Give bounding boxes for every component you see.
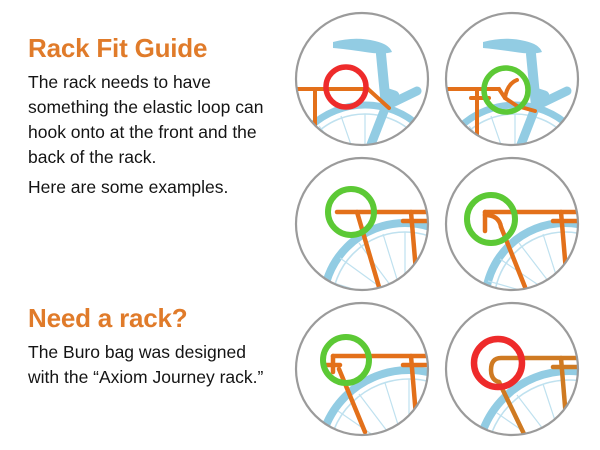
rack-example-top-right [443,10,581,148]
red-circle-marker [323,64,369,110]
section-title-need-a-rack: Need a rack? [28,303,188,333]
rack-orange [446,78,537,140]
bike-frame-blue [510,49,572,145]
green-circle-marker [325,186,377,238]
rack-example-top-left [293,10,431,148]
rack-example-bottom-right [443,300,581,438]
green-circle-marker [320,334,372,386]
bike-frame-blue [360,49,422,145]
text-column: Rack Fit Guide The rack needs to have so… [28,0,283,450]
recommended-rack-text: The Buro bag was designed with the “Axio… [28,342,264,387]
circle-frame [444,11,580,147]
green-circle-marker [464,192,518,246]
circle-frame [444,301,580,437]
rack-example-middle-right [443,155,581,293]
rack-example-middle-left [293,155,431,293]
circle-frame [294,11,430,147]
red-circle-marker [470,335,526,391]
examples-intro-text: Here are some examples. [28,177,229,197]
circle-frame [294,156,430,292]
circle-frame [294,301,430,437]
saddle-blue [333,38,392,54]
rack-examples-grid [293,10,593,440]
green-circle-marker [481,65,531,115]
rack-example-bottom-left [293,300,431,438]
rack-fit-description: The rack needs to have something the ela… [28,72,264,167]
page-title-rack-fit-guide: Rack Fit Guide [28,33,208,63]
circle-frame [444,156,580,292]
saddle-blue [483,38,542,54]
